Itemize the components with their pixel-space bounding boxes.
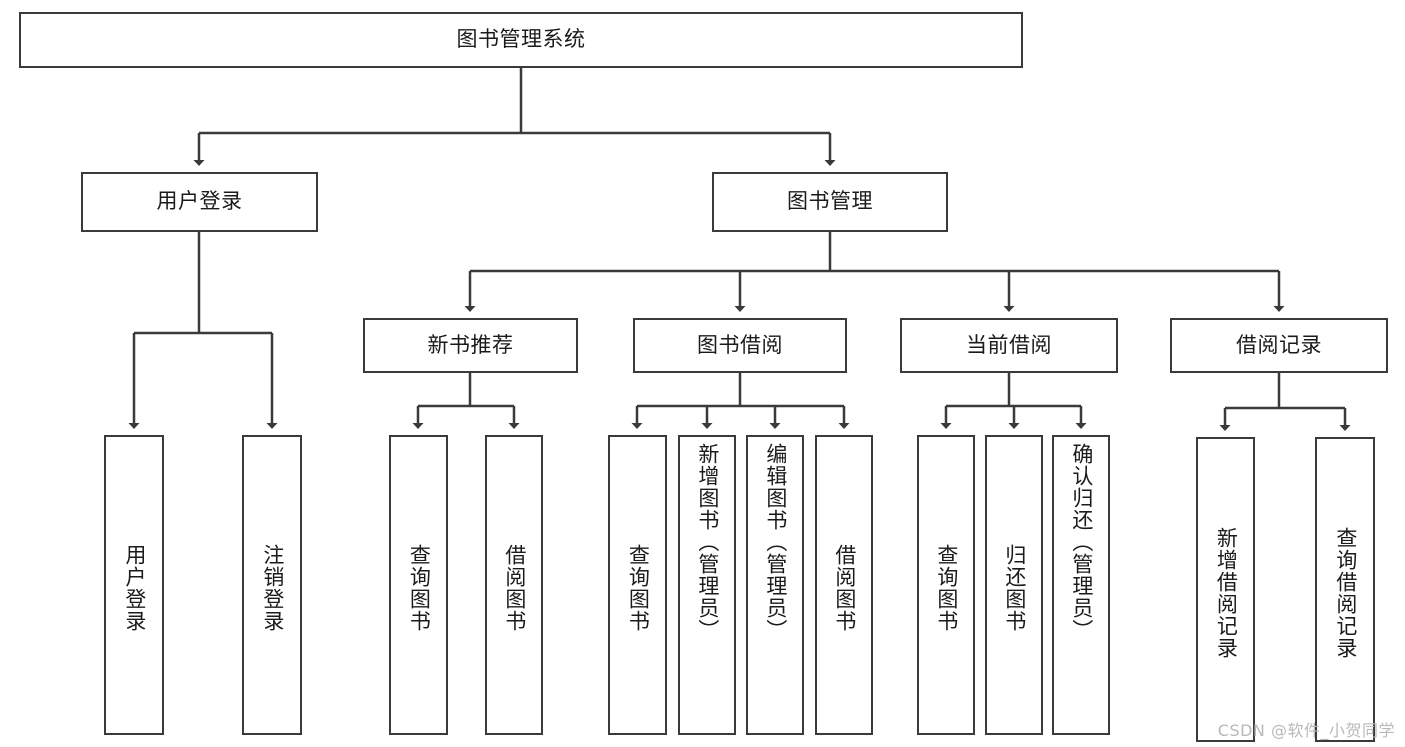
node-label: 用户登录 [156, 189, 243, 214]
node-borrow-record[interactable]: 借阅记录 [1170, 318, 1388, 373]
leaf-book-borrow-add-admin[interactable]: 新增图书（管理员） [678, 435, 736, 735]
node-book-borrow[interactable]: 图书借阅 [633, 318, 847, 373]
node-label: 借阅图书 [502, 544, 527, 632]
node-label: 注销登录 [260, 544, 285, 632]
node-book-management[interactable]: 图书管理 [712, 172, 948, 232]
leaf-user-login-logout[interactable]: 注销登录 [242, 435, 302, 735]
leaf-current-borrow-confirm-admin[interactable]: 确认归还（管理员） [1052, 435, 1110, 735]
leaf-borrow-record-query[interactable]: 查询借阅记录 [1315, 437, 1375, 742]
node-root-book-management-system[interactable]: 图书管理系统 [19, 12, 1023, 68]
node-label: 查询图书 [934, 544, 959, 632]
node-label: 归还图书 [1002, 544, 1027, 632]
leaf-book-borrow-borrow[interactable]: 借阅图书 [815, 435, 873, 735]
node-label: 确认归还（管理员） [1069, 443, 1094, 641]
node-label: 新书推荐 [427, 332, 514, 357]
node-label: 新增借阅记录 [1214, 526, 1239, 659]
leaf-new-book-borrow[interactable]: 借阅图书 [485, 435, 543, 735]
node-label: 查询图书 [407, 544, 432, 632]
leaf-book-borrow-edit-admin[interactable]: 编辑图书（管理员） [746, 435, 804, 735]
leaf-current-borrow-return[interactable]: 归还图书 [985, 435, 1043, 735]
node-label: 新增图书（管理员） [695, 443, 720, 641]
node-label: 借阅记录 [1236, 332, 1322, 357]
node-label: 查询图书 [626, 544, 651, 632]
node-label: 查询借阅记录 [1333, 526, 1358, 659]
node-label: 图书管理系统 [456, 27, 586, 52]
node-label: 借阅图书 [832, 544, 857, 632]
node-label: 图书管理 [787, 189, 873, 214]
node-current-borrow[interactable]: 当前借阅 [900, 318, 1118, 373]
node-label: 图书借阅 [697, 332, 783, 357]
node-label: 当前借阅 [966, 332, 1052, 357]
leaf-user-login-login[interactable]: 用户登录 [104, 435, 164, 735]
node-label: 编辑图书（管理员） [763, 443, 788, 641]
leaf-current-borrow-query[interactable]: 查询图书 [917, 435, 975, 735]
node-user-login[interactable]: 用户登录 [81, 172, 318, 232]
leaf-new-book-query[interactable]: 查询图书 [389, 435, 448, 735]
node-label: 用户登录 [122, 544, 147, 632]
leaf-borrow-record-add[interactable]: 新增借阅记录 [1196, 437, 1255, 742]
leaf-book-borrow-query[interactable]: 查询图书 [608, 435, 667, 735]
node-new-book-recommend[interactable]: 新书推荐 [363, 318, 578, 373]
